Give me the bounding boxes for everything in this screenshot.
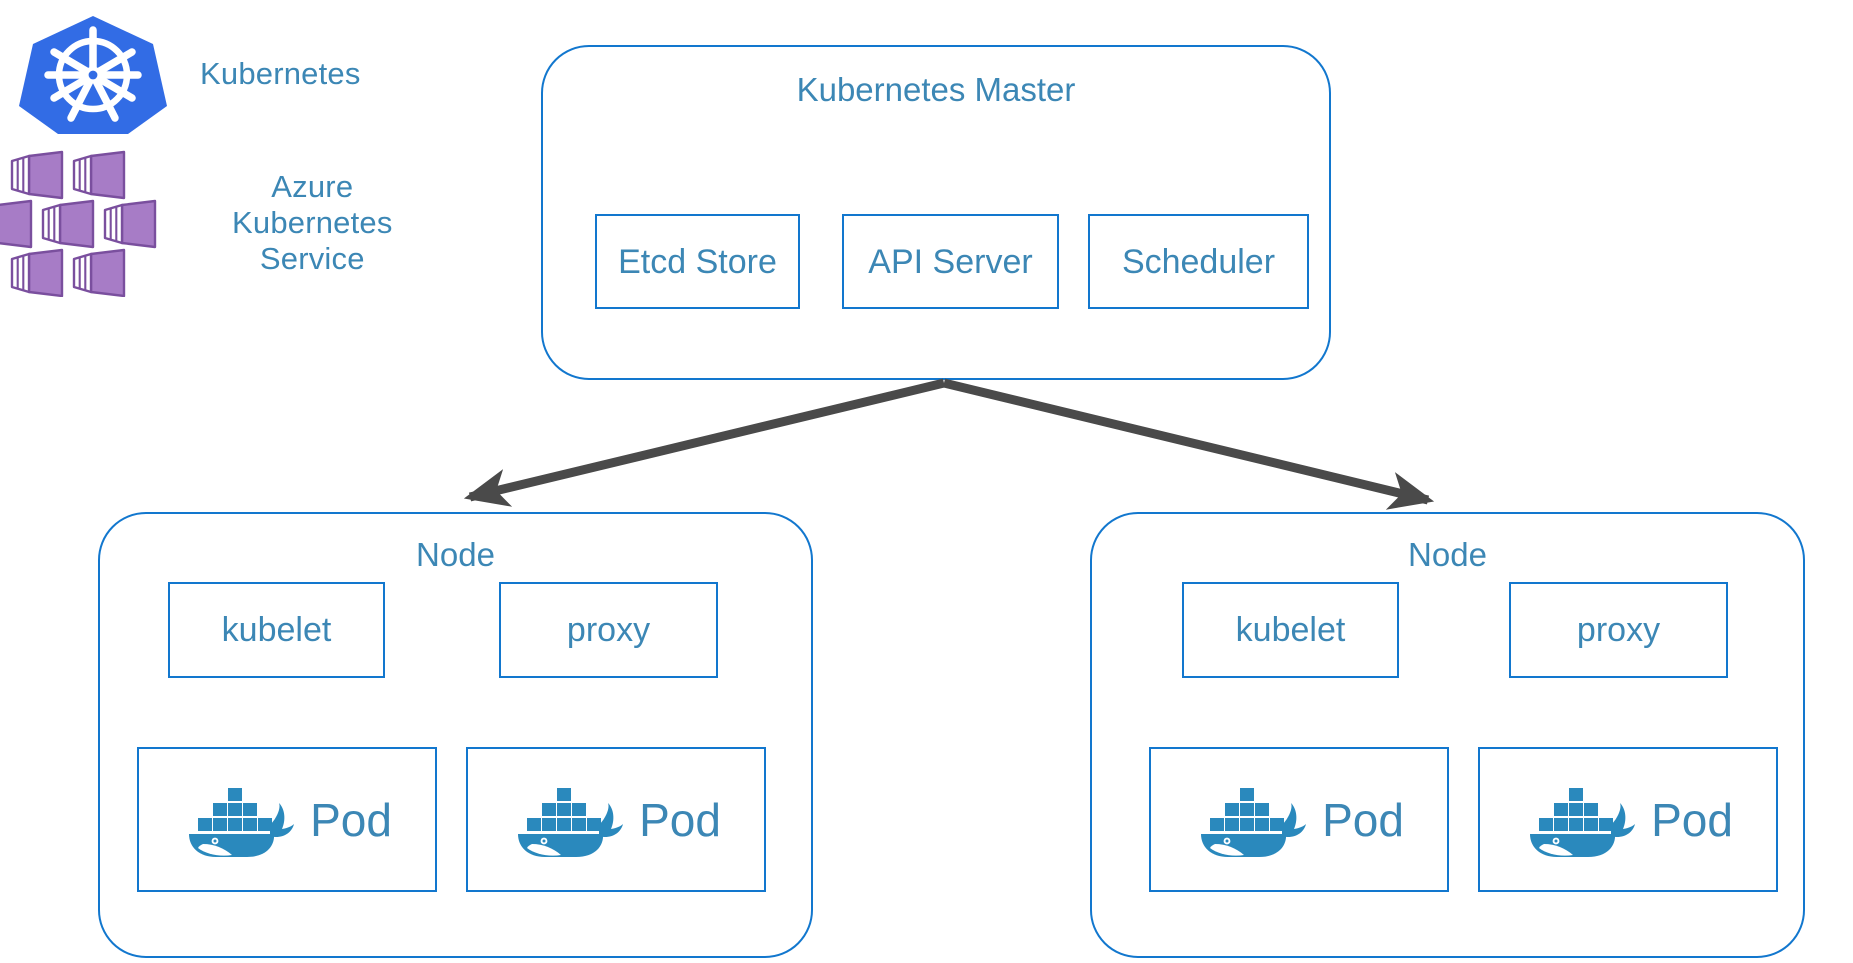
azure-kubernetes-service-logo-icon: [0, 149, 180, 298]
docker-whale-icon: [511, 778, 624, 862]
pod-label: Pod: [1322, 793, 1404, 846]
kubernetes-master-box[interactable]: Kubernetes Master Etcd Store API Server …: [541, 45, 1331, 380]
pod-label: Pod: [310, 793, 392, 846]
pod-box-right-2[interactable]: Pod: [1478, 747, 1778, 892]
node-box-right[interactable]: Node kubelet proxy: [1090, 512, 1805, 958]
kubernetes-logo-icon: [18, 14, 168, 136]
docker-whale-icon: [1523, 778, 1636, 862]
pod-box-left-1[interactable]: Pod: [137, 747, 437, 892]
master-component-api-server[interactable]: API Server: [842, 214, 1059, 309]
legend-label-kubernetes: Kubernetes: [200, 56, 361, 92]
node-box-left[interactable]: Node kubelet proxy: [98, 512, 813, 958]
node-agent-kubelet-right[interactable]: kubelet: [1182, 582, 1399, 678]
node-title-right: Node: [1408, 536, 1487, 573]
legend-label-azure-kubernetes-service: Azure Kubernetes Service: [232, 168, 393, 277]
pod-label: Pod: [1651, 793, 1733, 846]
master-component-etcd-store[interactable]: Etcd Store: [595, 214, 800, 309]
node-agent-proxy-left[interactable]: proxy: [499, 582, 718, 678]
master-component-label: Etcd Store: [618, 242, 777, 281]
master-component-scheduler[interactable]: Scheduler: [1088, 214, 1309, 309]
docker-whale-icon: [182, 778, 295, 862]
pod-label: Pod: [639, 793, 721, 846]
arrow-master-to-node-left: [463, 378, 946, 507]
node-title-left: Node: [416, 536, 495, 573]
node-agent-label: proxy: [1576, 611, 1661, 649]
node-agent-label: kubelet: [1235, 611, 1346, 649]
docker-whale-icon: [1194, 778, 1307, 862]
pod-box-left-2[interactable]: Pod: [466, 747, 766, 892]
pod-box-right-1[interactable]: Pod: [1149, 747, 1449, 892]
legend-item-kubernetes: Kubernetes: [10, 12, 430, 137]
node-agent-label: kubelet: [221, 611, 332, 649]
node-agent-proxy-right[interactable]: proxy: [1509, 582, 1728, 678]
kubernetes-master-title: Kubernetes Master: [796, 71, 1076, 108]
master-component-label: Scheduler: [1121, 242, 1276, 281]
node-agent-label: proxy: [566, 611, 651, 649]
master-component-label: API Server: [868, 242, 1033, 281]
node-agent-kubelet-left[interactable]: kubelet: [168, 582, 385, 678]
legend-item-azure-kubernetes-service: Azure Kubernetes Service: [0, 148, 420, 298]
arrow-master-to-node-right: [942, 378, 1435, 510]
